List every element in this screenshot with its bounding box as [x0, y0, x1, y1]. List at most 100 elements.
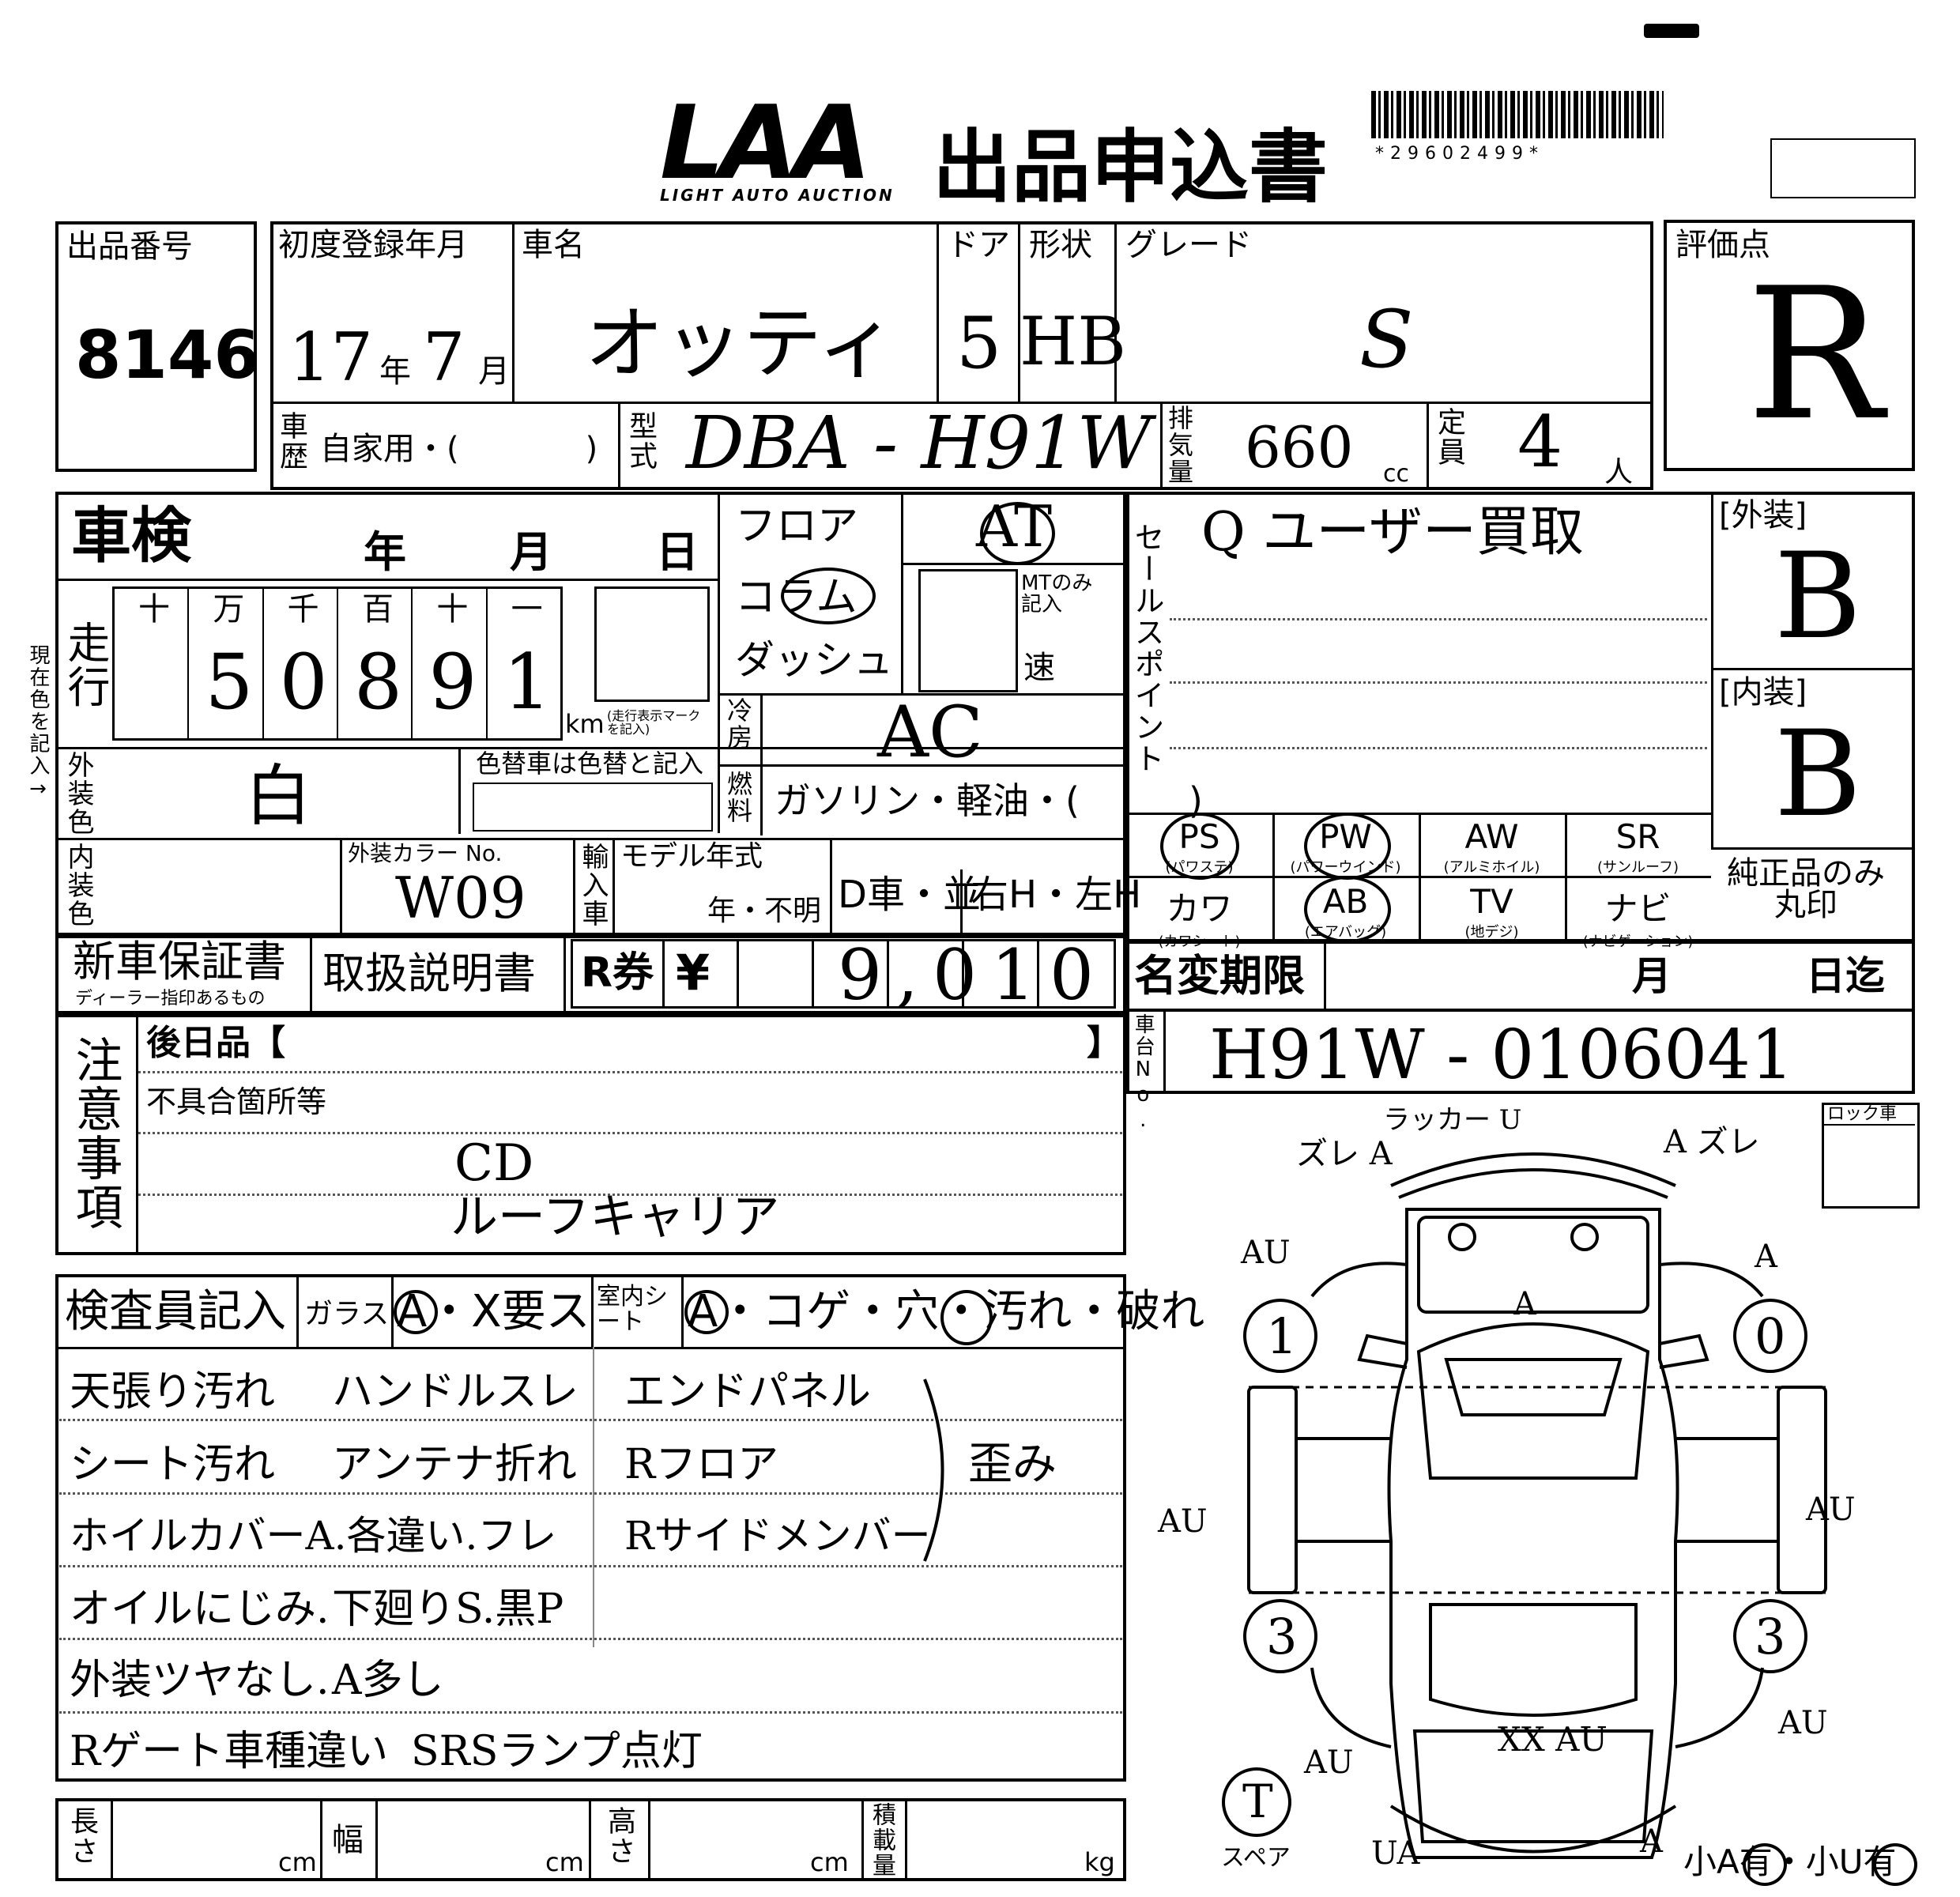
inspector-note: 下廻りS.黒P [332, 1586, 564, 1633]
sales-point-value: Q ユーザー買取 [1201, 501, 1585, 564]
name-change-label: 名変期限 [1134, 951, 1305, 1001]
recycle-value: 9,010 [838, 934, 1108, 1016]
tire-rr: 3 [1755, 1608, 1786, 1665]
inspector-note: オイルにじみ. [70, 1586, 330, 1633]
car-name-label: 車名 [522, 227, 585, 263]
mt-note: MTのみ 記入 [1021, 571, 1093, 617]
model-value: DBA - H91W [686, 401, 1152, 485]
details-box [55, 492, 1126, 938]
notes-line-1: CD [454, 1134, 534, 1193]
lock-box [1822, 1103, 1920, 1209]
mileage-digit: 0 [279, 638, 328, 726]
damage-mark: AU [1778, 1705, 1828, 1741]
lot-number-box [55, 221, 257, 472]
chassis-value: H91W - 0106041 [1209, 1016, 1794, 1095]
mt-box [918, 569, 1018, 692]
bracket-note: 歪み [968, 1439, 1057, 1490]
damage-mark: AU [1158, 1503, 1208, 1540]
name-change-day: 日迄 [1806, 953, 1885, 999]
fuel-label: 燃料 [723, 771, 753, 824]
damage-mark: XX AU [1498, 1720, 1608, 1759]
ps-circle [1160, 813, 1239, 880]
car-diagram [1222, 1152, 1827, 1859]
capacity-label: 定員 [1433, 407, 1465, 467]
dealer-value: D車・並 [838, 873, 981, 917]
manual-label: 取扱説明書 [322, 948, 536, 998]
inspection-day: 日 [656, 527, 699, 577]
length-label: 長さ [66, 1806, 98, 1866]
damage-mark: ズレ A [1296, 1136, 1393, 1172]
int-grade-value: B [1774, 706, 1862, 843]
tire-rl: 3 [1266, 1608, 1298, 1665]
int-color-label: 内装色 [62, 843, 94, 928]
inspection-month: 月 [510, 527, 552, 577]
displacement-value: 660 [1245, 414, 1354, 481]
mileage-note: (走行表示マーク を記入) [607, 708, 701, 737]
recycle-box [571, 939, 1116, 1009]
model-year-value: 年・不明 [707, 895, 822, 927]
mileage-unit: km [565, 709, 605, 739]
equip-sr: SR(サンルーフ) [1597, 817, 1679, 876]
car-name-value: オッティ [585, 297, 896, 390]
color-no-label: 外装カラー No. [348, 840, 503, 866]
notes-label: 注意事項 [67, 1035, 122, 1231]
equip-aw: AW(アルミホイル) [1443, 817, 1540, 876]
capacity-value: 4 [1517, 401, 1563, 484]
tire-fl: 1 [1266, 1307, 1298, 1365]
damage-mark: UA [1371, 1835, 1420, 1872]
defect-label: 不具合箇所等 [146, 1084, 327, 1119]
model-label: 型式 [624, 411, 657, 471]
ext-color-label: 外装色 [62, 751, 94, 836]
inspector-note: SRSランプ点灯 [411, 1728, 703, 1775]
damage-mark: A [1513, 1286, 1536, 1322]
import-label: 輸入車 [577, 843, 609, 928]
first-reg-year-unit: 年 [379, 353, 411, 390]
small-u-circle [1873, 1843, 1917, 1886]
seat-a-circle [684, 1290, 729, 1334]
spare-label: スペア [1221, 1844, 1291, 1872]
doors-label: ドア [947, 227, 1010, 263]
load-unit: kg [1084, 1847, 1115, 1877]
lot-number-value: 8146 [75, 316, 260, 394]
score-value: R [1747, 250, 1884, 461]
int-grade-label: [内装] [1719, 674, 1807, 711]
capacity-unit: 人 [1604, 456, 1634, 488]
corner-smudge [1644, 24, 1699, 38]
displacement-label: 排気量 [1164, 405, 1194, 485]
chassis-box [1126, 1009, 1915, 1094]
warranty-row [55, 933, 1126, 1014]
pw-circle [1304, 813, 1391, 880]
header-blank-box [1770, 138, 1916, 198]
damage-mark: AU [1304, 1744, 1354, 1781]
glass-label: ガラス [304, 1298, 390, 1330]
score-label: 評価点 [1675, 227, 1770, 263]
inspector-note: エンドパネル [624, 1368, 872, 1416]
at-circle [980, 502, 1055, 565]
genuine-note: 純正品のみ 丸印 [1727, 855, 1885, 923]
shape-value: HB [1020, 303, 1126, 380]
mileage-digit: 5 [205, 638, 254, 726]
inspector-note: 天張り汚れ [70, 1368, 276, 1416]
repaint-label: 色替車は色替と記入 [476, 749, 704, 779]
first-reg-month-unit: 月 [478, 353, 510, 390]
mileage-digit: 1 [503, 638, 552, 726]
damage-mark: A ズレ [1664, 1124, 1760, 1160]
mileage-mark-box [594, 586, 710, 702]
ext-grade-label: [外装] [1719, 497, 1807, 534]
logo: LAA [660, 85, 872, 202]
inspector-note: A多し [332, 1657, 444, 1704]
barcode-number: *29602499* [1375, 144, 1544, 164]
shift-floor: フロア [735, 503, 859, 550]
vehicle-info-box [270, 221, 1653, 490]
sales-point-label: セールスポイント [1129, 522, 1164, 775]
lock-label: ロック車 [1827, 1104, 1898, 1124]
inspector-box [55, 1274, 1126, 1782]
first-reg-label: 初度登録年月 [278, 227, 468, 263]
damage-mark: A [1640, 1823, 1663, 1860]
inspector-label: 検査員記入 [65, 1286, 286, 1337]
chassis-label: 車台No. [1131, 1013, 1155, 1133]
grade-value: S [1359, 293, 1414, 386]
later-items-label: 後日品【 [146, 1023, 285, 1063]
ab-circle [1304, 876, 1391, 943]
tire-fr: 0 [1755, 1307, 1786, 1365]
